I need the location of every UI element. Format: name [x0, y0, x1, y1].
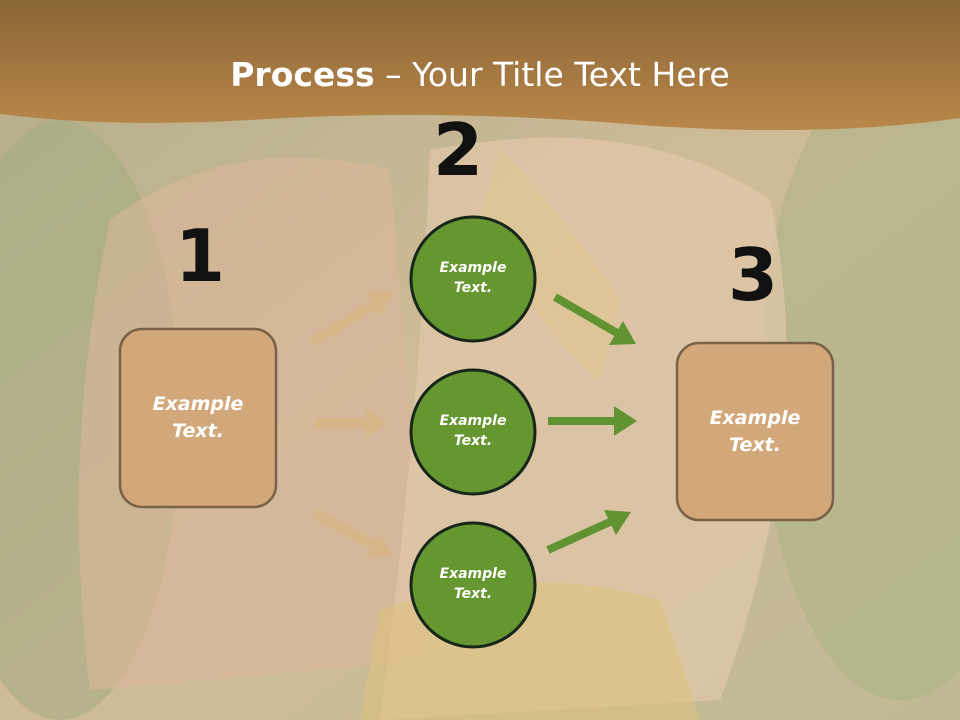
arrow-middle-circle-to-right [548, 406, 637, 436]
top-circle-label: Example Text. [439, 260, 507, 296]
middle-circle [409, 368, 537, 496]
right-box-label: Example Text. [709, 406, 801, 456]
title-rest: – Your Title Text Here [374, 55, 730, 94]
page-title: Process – Your Title Text Here [0, 55, 960, 95]
arrow-bottom-circle-to-right [546, 510, 631, 554]
bottom-circle-label: Example Text. [439, 566, 507, 602]
arrow-left-to-top-circle [309, 292, 394, 347]
left-box-label: Example Text. [152, 393, 244, 442]
title-strong: Process [230, 55, 375, 94]
arrow-top-circle-to-right [552, 293, 636, 345]
right-box [675, 341, 835, 522]
tan-arrows [309, 292, 394, 557]
step-number-1: 1 [174, 214, 226, 298]
green-arrows [546, 293, 637, 554]
arrow-left-to-bottom-circle [311, 508, 393, 557]
arrow-left-to-middle-circle [315, 408, 388, 438]
top-circle [409, 215, 537, 343]
step-number-3: 3 [727, 233, 779, 317]
bottom-circle [409, 521, 537, 649]
title-banner [0, 0, 960, 131]
left-box [118, 327, 278, 509]
middle-circle-label: Example Text. [439, 413, 507, 449]
step-number-2: 2 [432, 108, 484, 192]
